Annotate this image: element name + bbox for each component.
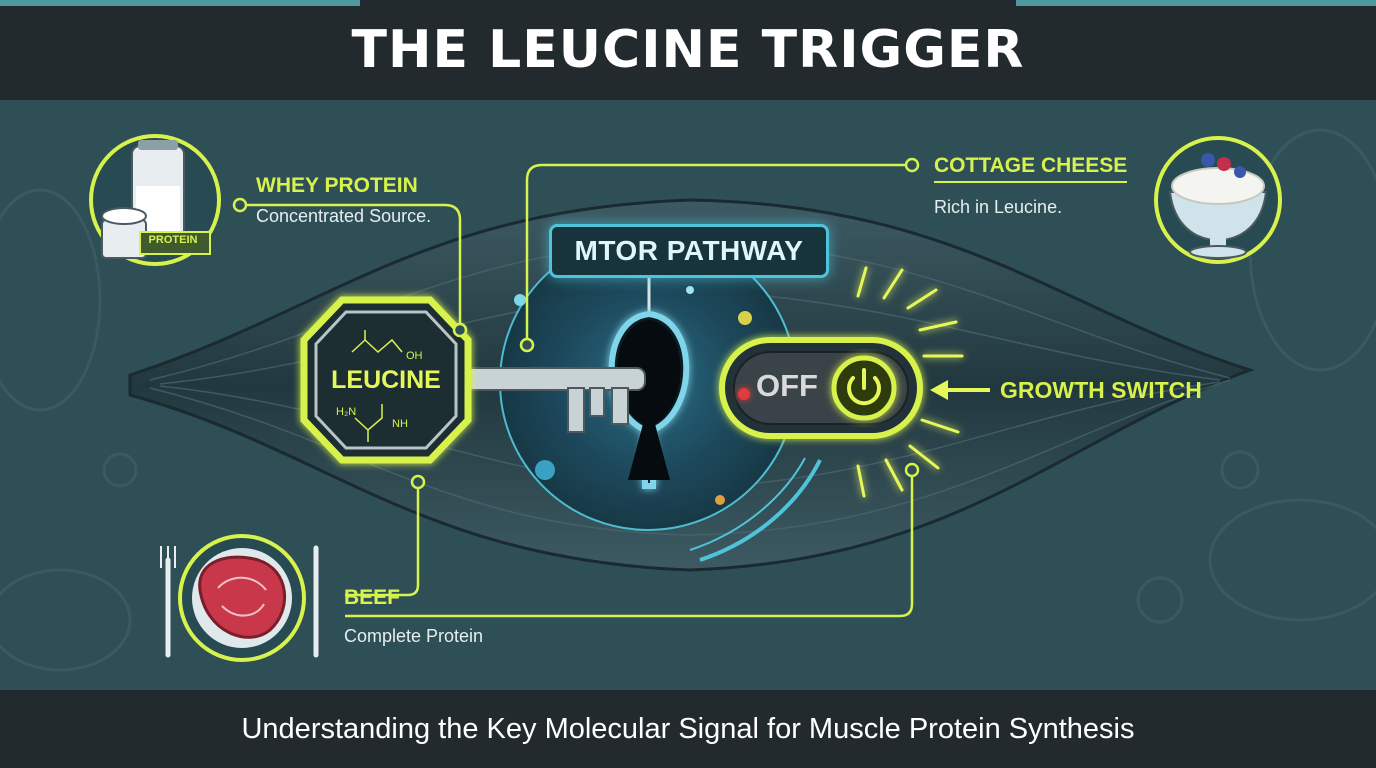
chem-h2n-label: H₂N [336, 406, 357, 418]
whey-label: WHEY PROTEIN Concentrated Source. [256, 174, 431, 227]
footer-bar: Understanding the Key Molecular Signal f… [0, 690, 1376, 768]
growth-switch [719, 266, 964, 498]
connector-lines [240, 163, 914, 618]
header-stripe-left [0, 0, 360, 6]
growth-switch-label: GROWTH SWITCH [1000, 377, 1202, 403]
cottage-cheese-bowl-icon [1154, 136, 1282, 264]
switch-state: OFF [756, 368, 818, 403]
page-subtitle: Understanding the Key Molecular Signal f… [241, 712, 1135, 745]
beef-label: BEEF Complete Protein [344, 586, 483, 647]
page-title: THE LEUCINE TRIGGER [351, 20, 1025, 80]
diagram-stage: WHEY PROTEIN Concentrated Source. PROTEI… [0, 100, 1376, 690]
key-icon [300, 296, 646, 464]
chem-nh-label: NH [392, 418, 408, 430]
whey-title: WHEY PROTEIN [256, 174, 418, 197]
whey-desc: Concentrated Source. [256, 206, 432, 226]
chem-oh-label: OH [406, 350, 423, 362]
header-stripe-right [1016, 0, 1376, 6]
whey-badge: PROTEIN [148, 234, 198, 246]
switch-rays [856, 266, 964, 498]
leucine-label: LEUCINE [331, 366, 441, 394]
cottage-title: COTTAGE CHEESE [934, 154, 1128, 183]
connector-dots [232, 157, 920, 490]
power-icon [847, 368, 881, 406]
header-bar: THE LEUCINE TRIGGER [0, 0, 1376, 100]
cottage-desc: Rich in Leucine. [934, 197, 1063, 217]
shaker-bottle-icon [89, 134, 221, 266]
beef-desc: Complete Protein [344, 626, 484, 646]
beef-title: BEEF [344, 586, 401, 609]
cottage-label: COTTAGE CHEESE Rich in Leucine. [934, 154, 1128, 218]
diagram-graphics [0, 128, 1376, 672]
steak-plate-icon [160, 534, 319, 662]
cell-organelles [514, 286, 822, 562]
mtor-pathway-label: MTOR PATHWAY [549, 224, 829, 278]
arrow-icon [930, 380, 990, 400]
